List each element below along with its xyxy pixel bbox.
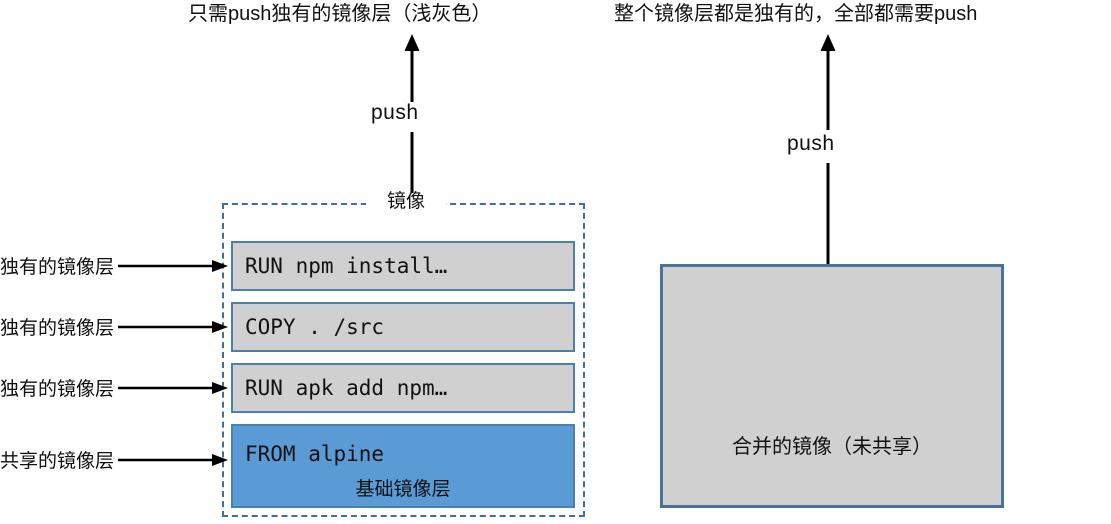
image-layer-command: RUN npm install… bbox=[245, 253, 448, 278]
layer-annotation-label: 共享的镜像层 bbox=[0, 451, 115, 472]
push-label-left: push bbox=[371, 101, 419, 124]
layer-annotation-arrow bbox=[118, 260, 228, 272]
merged-image-box[interactable]: 合并的镜像（未共享） bbox=[660, 264, 1004, 508]
push-arrow-right-upper bbox=[820, 34, 836, 130]
image-layer-command: RUN apk add npm… bbox=[245, 375, 448, 400]
layer-annotation-label: 独有的镜像层 bbox=[0, 379, 115, 400]
layer-annotation-arrow bbox=[118, 321, 228, 333]
base-image-layer-caption: 基础镜像层 bbox=[355, 479, 451, 500]
layer-annotation-arrow bbox=[118, 454, 228, 466]
base-image-layer-command: FROM alpine bbox=[245, 442, 385, 466]
right-panel-title: 整个镜像层都是独有的，全部都需要push bbox=[614, 3, 978, 25]
layer-annotation-arrow bbox=[118, 382, 228, 394]
layer-annotation-label: 独有的镜像层 bbox=[0, 257, 115, 278]
image-layer-box[interactable]: RUN apk add npm… bbox=[231, 363, 575, 413]
image-layer-box[interactable]: RUN npm install… bbox=[231, 241, 575, 291]
merged-image-caption: 合并的镜像（未共享） bbox=[732, 436, 932, 458]
push-arrow-right-lower bbox=[826, 163, 830, 264]
image-container-label: 镜像 bbox=[386, 191, 425, 212]
base-image-layer-box[interactable]: FROM alpine 基础镜像层 bbox=[231, 424, 575, 508]
image-container-label-mask bbox=[366, 193, 446, 215]
push-label-right: push bbox=[787, 132, 835, 155]
push-arrow-left-lower bbox=[410, 132, 414, 194]
push-arrow-left-upper bbox=[404, 34, 420, 102]
image-layer-command: COPY . /src bbox=[245, 314, 385, 339]
image-layer-box[interactable]: COPY . /src bbox=[231, 302, 575, 352]
layer-annotation-label: 独有的镜像层 bbox=[0, 318, 115, 339]
left-panel-title: 只需push独有的镜像层（浅灰色） bbox=[188, 3, 492, 25]
